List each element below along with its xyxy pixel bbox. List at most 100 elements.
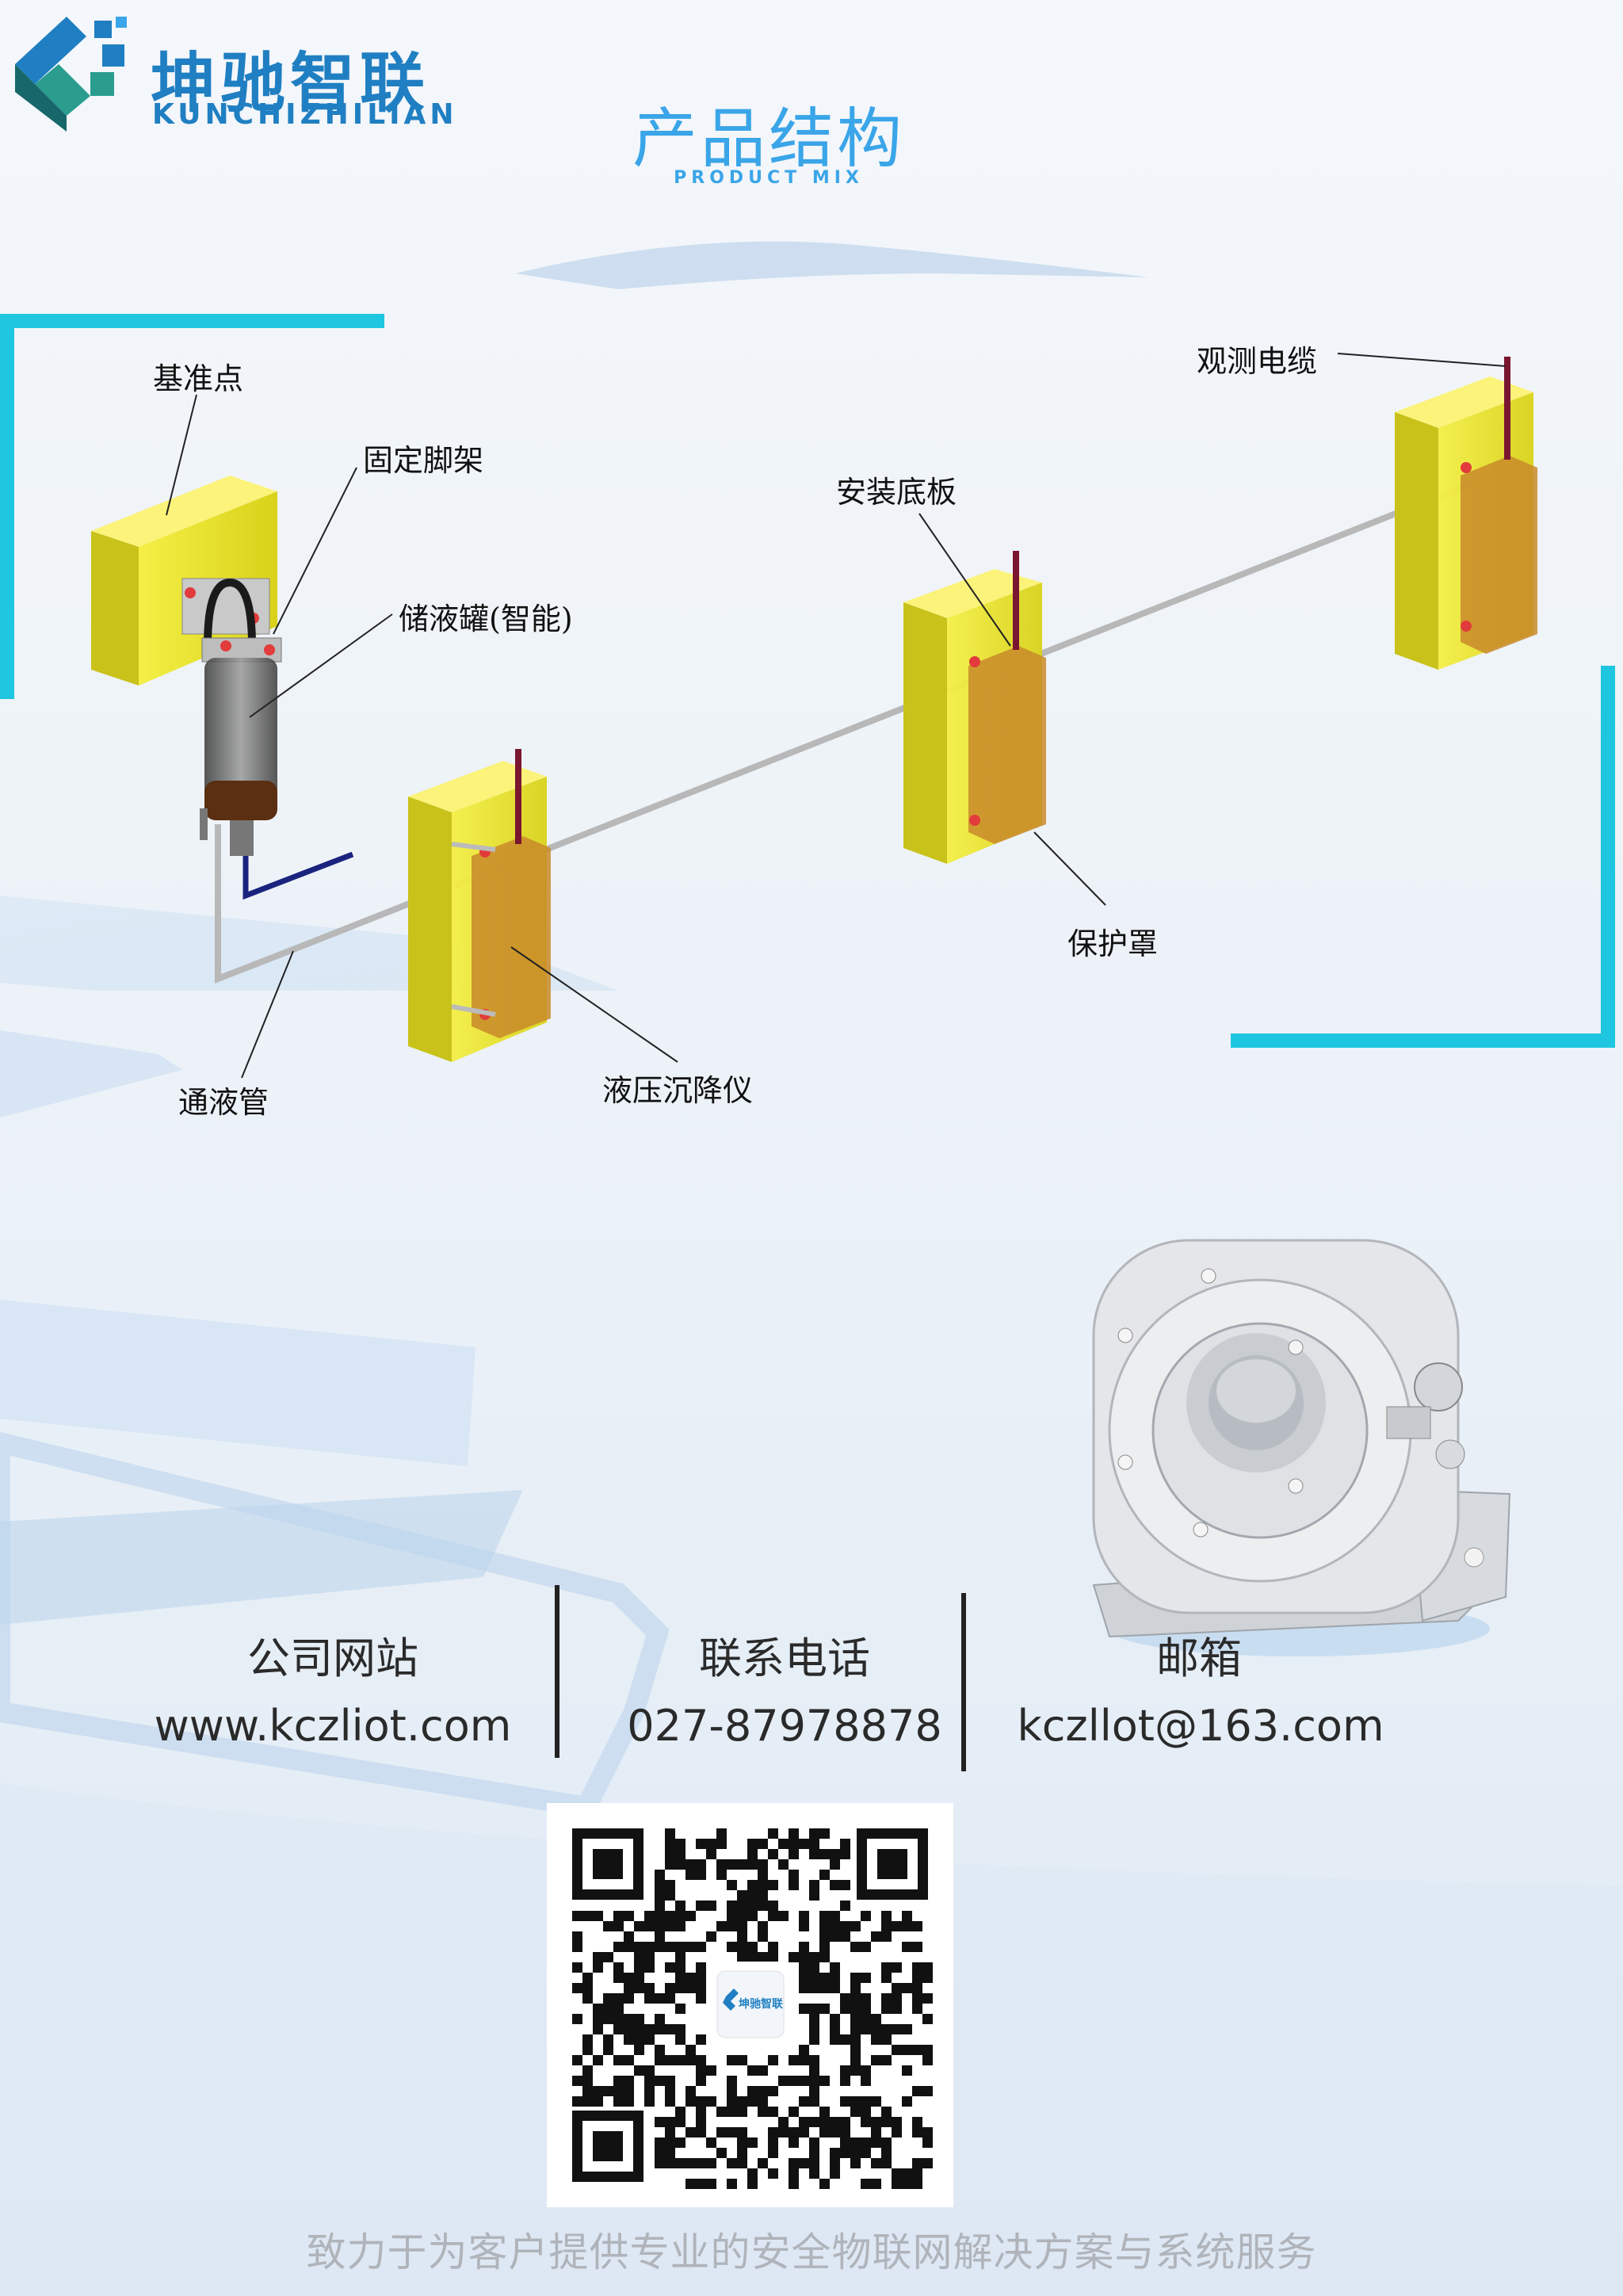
qr-module [789, 2076, 799, 2086]
qr-module [809, 2065, 819, 2076]
qr-module [809, 2076, 819, 2086]
qr-module [665, 2158, 675, 2168]
frame-corner-bottom-right [1231, 1033, 1614, 1048]
qr-module [850, 2158, 861, 2168]
qr-module [902, 2024, 912, 2034]
contact-phone-value[interactable]: 027-87978878 [627, 1701, 942, 1751]
qr-module [830, 1962, 840, 1973]
qr-module [613, 2086, 624, 2096]
qr-module [634, 1942, 644, 1952]
qr-module [613, 1911, 624, 1921]
qr-module [922, 2045, 933, 2055]
qr-module [768, 2127, 778, 2137]
qr-module [902, 2096, 912, 2107]
qr-module [881, 2004, 892, 2014]
qr-module [768, 1942, 778, 1952]
frame-corner-top-left-vertical [0, 314, 14, 699]
qr-module [572, 2055, 582, 2065]
qr-module [809, 1962, 819, 1973]
qr-module [644, 1962, 655, 1973]
qr-module [799, 2004, 809, 2014]
qr-module [850, 2024, 861, 2034]
qr-module [861, 2024, 871, 2034]
contact-website-link[interactable]: www.kczliot.com [154, 1701, 512, 1751]
qr-module [747, 1911, 758, 1921]
qr-module [850, 1921, 861, 1931]
qr-code-panel[interactable]: 坤驰智联 [547, 1803, 953, 2207]
qr-module [665, 1890, 675, 1901]
qr-module [758, 1880, 768, 1890]
contact-email-link[interactable]: kczllot@163.com [1017, 1701, 1384, 1751]
qr-module [727, 2076, 737, 2086]
qr-module [716, 1839, 727, 1849]
qr-module [727, 2179, 737, 2189]
qr-module [634, 2045, 644, 2055]
qr-module [892, 1993, 902, 2004]
qr-module [830, 1859, 840, 1870]
qr-module [830, 1983, 840, 1993]
qr-module [665, 1828, 675, 1839]
qr-module [665, 2076, 675, 2086]
qr-module [850, 2148, 861, 2158]
qr-module [830, 2034, 840, 2045]
qr-module [685, 2158, 696, 2168]
qr-module [789, 2137, 799, 2148]
qr-module [716, 2127, 727, 2137]
qr-module [613, 2014, 624, 2024]
qr-module [665, 2117, 675, 2127]
qr-module [892, 2045, 902, 2055]
qr-module [665, 2127, 675, 2137]
qr-module [830, 2168, 840, 2179]
qr-module [850, 1993, 861, 2004]
qr-module [655, 2024, 665, 2034]
qr-module [789, 1952, 799, 1962]
qr-module [758, 1931, 768, 1942]
qr-module [861, 2179, 871, 2189]
qr-module [799, 2096, 809, 2107]
qr-module [819, 1942, 830, 1952]
qr-module [634, 2014, 644, 2024]
qr-module [892, 2024, 902, 2034]
qr-module [696, 1859, 706, 1870]
qr-module [613, 1921, 624, 1931]
qr-module [768, 2168, 778, 2179]
qr-module [706, 2137, 716, 2148]
qr-module [675, 1901, 685, 1911]
qr-module [871, 2158, 881, 2168]
qr-module [922, 1973, 933, 1983]
qr-module [861, 2148, 871, 2158]
datum-block [91, 476, 277, 686]
qr-module [706, 1849, 716, 1859]
qr-module [696, 2107, 706, 2117]
label-cover: 保护罩 [1067, 926, 1159, 961]
qr-module [799, 2127, 809, 2137]
qr-module [737, 1931, 747, 1942]
qr-module [830, 1973, 840, 1983]
qr-module [655, 2148, 665, 2158]
qr-module [747, 2096, 758, 2107]
qr-module [871, 2024, 881, 2034]
qr-module [871, 2117, 881, 2127]
qr-module [819, 2179, 830, 2189]
qr-module [912, 2045, 922, 2055]
qr-module [799, 1952, 809, 1962]
qr-module [819, 1849, 830, 1859]
qr-module [747, 1952, 758, 1962]
qr-module [644, 1993, 655, 2004]
qr-module [809, 1880, 819, 1890]
qr-module [696, 1942, 706, 1952]
qr-module [922, 1962, 933, 1973]
qr-module [737, 1952, 747, 1962]
qr-module [675, 2158, 685, 2168]
qr-module [737, 2107, 747, 2117]
qr-module [850, 1983, 861, 1993]
qr-module [912, 1973, 922, 1983]
qr-module [696, 1993, 706, 2004]
qr-module [789, 2107, 799, 2117]
qr-module [675, 1962, 685, 1973]
qr-module [634, 2065, 644, 2076]
qr-module [902, 1921, 912, 1931]
qr-module [685, 2045, 696, 2055]
qr-module [778, 1911, 789, 1921]
qr-module [819, 1952, 830, 1962]
